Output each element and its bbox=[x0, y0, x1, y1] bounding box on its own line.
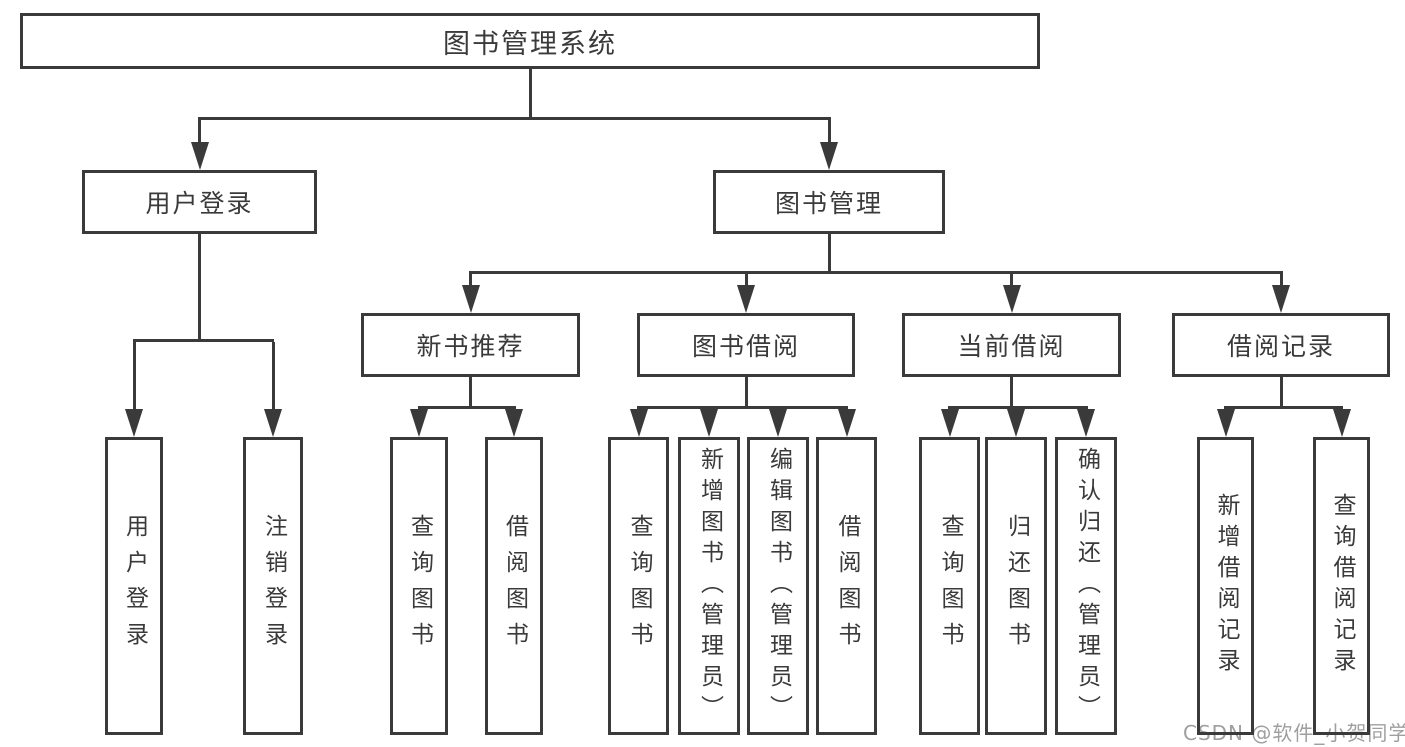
arrowhead-query-books-current bbox=[940, 409, 959, 437]
leaf-logout: 注销登录 bbox=[243, 437, 303, 735]
arrowhead-user-login bbox=[190, 142, 209, 170]
connector-root-spine bbox=[198, 117, 831, 120]
connector-to-user-login bbox=[198, 120, 201, 144]
connector-root-stem bbox=[528, 69, 532, 117]
connector-to-book-management bbox=[827, 120, 831, 144]
leaf-confirm-return-admin: 确认归还（管理员） bbox=[1055, 437, 1117, 735]
arrowhead-confirm-return-admin bbox=[1077, 409, 1095, 437]
leaf-user-login: 用户登录 bbox=[105, 437, 163, 735]
arrowhead-leaf-user-login bbox=[125, 409, 143, 437]
connector-current-borrowing-stem bbox=[1010, 377, 1013, 406]
connector-borrowing-records-stem bbox=[1279, 377, 1283, 406]
arrowhead-borrowing-records bbox=[1272, 285, 1290, 313]
connector-to-borrowing-records bbox=[1279, 274, 1283, 285]
arrowhead-borrow-books bbox=[837, 409, 856, 437]
connector-book-borrowing-spine bbox=[637, 406, 848, 409]
arrowhead-add-borrow-record bbox=[1216, 409, 1235, 437]
connector-new-book-stem bbox=[469, 377, 472, 406]
connector-to-current-borrowing bbox=[1010, 274, 1013, 285]
node-library-management-system: 图书管理系统 bbox=[20, 13, 1040, 69]
leaf-add-books-admin: 新增图书（管理员） bbox=[678, 437, 740, 735]
connector-to-book-borrowing bbox=[744, 274, 748, 285]
node-book-borrowing: 图书借阅 bbox=[637, 313, 855, 377]
arrowhead-query-books-borrowing bbox=[629, 409, 648, 437]
arrowhead-add-books-admin bbox=[700, 409, 718, 437]
node-current-borrowing: 当前借阅 bbox=[902, 313, 1121, 377]
leaf-borrow-books-recommend: 借阅图书 bbox=[485, 437, 543, 735]
node-book-management: 图书管理 bbox=[713, 170, 945, 234]
arrowhead-book-management bbox=[820, 142, 838, 170]
node-new-book-recommendation: 新书推荐 bbox=[361, 313, 580, 377]
connector-book-management-stem bbox=[827, 234, 831, 271]
connector-book-management-spine bbox=[469, 271, 1283, 274]
arrowhead-return-books bbox=[1007, 409, 1025, 437]
arrowhead-book-borrowing bbox=[737, 285, 755, 313]
connector-to-leaf-logout bbox=[271, 342, 275, 409]
leaf-return-books: 归还图书 bbox=[985, 437, 1047, 735]
connector-to-new-book bbox=[469, 274, 472, 285]
leaf-query-books-recommend: 查询图书 bbox=[390, 437, 448, 735]
connector-current-borrowing-spine bbox=[948, 406, 1088, 409]
leaf-add-borrow-record: 新增借阅记录 bbox=[1197, 437, 1254, 735]
leaf-query-books-current: 查询图书 bbox=[919, 437, 980, 735]
arrowhead-new-book bbox=[461, 285, 480, 313]
arrowhead-borrow-books-recommend bbox=[505, 409, 523, 437]
leaf-borrow-books: 借阅图书 bbox=[816, 437, 877, 735]
node-user-login: 用户登录 bbox=[82, 170, 317, 234]
arrowhead-edit-books-admin bbox=[769, 409, 787, 437]
arrowhead-current-borrowing bbox=[1002, 285, 1021, 313]
node-borrowing-records: 借阅记录 bbox=[1172, 313, 1390, 377]
connector-user-login-spine bbox=[132, 339, 274, 342]
connector-user-login-stem bbox=[198, 234, 201, 339]
leaf-query-books-borrowing: 查询图书 bbox=[608, 437, 669, 735]
connector-borrowing-records-spine bbox=[1224, 406, 1343, 409]
arrowhead-query-books-recommend bbox=[410, 409, 428, 437]
arrowhead-query-borrow-record bbox=[1332, 409, 1351, 437]
arrowhead-leaf-logout bbox=[264, 409, 282, 437]
connector-book-borrowing-stem bbox=[744, 377, 748, 406]
leaf-query-borrow-record: 查询借阅记录 bbox=[1313, 437, 1370, 735]
leaf-edit-books-admin: 编辑图书（管理员） bbox=[747, 437, 809, 735]
connector-new-book-spine bbox=[417, 406, 516, 409]
connector-to-leaf-user-login bbox=[132, 342, 136, 409]
